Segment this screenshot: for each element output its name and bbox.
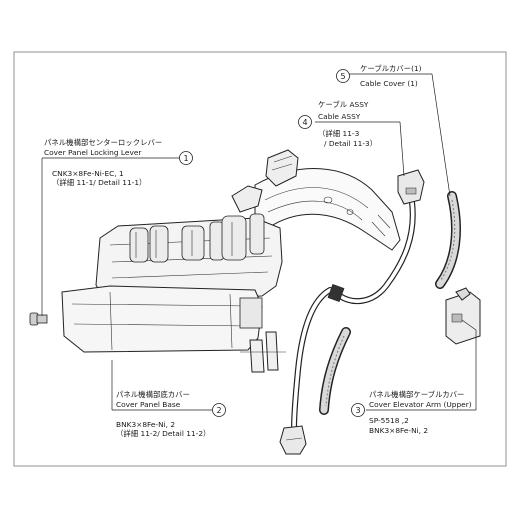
- callout-number: 3: [355, 406, 360, 415]
- callout-label-jp: パネル機構部ケーブルカバー: [369, 390, 464, 399]
- callout-3: 3 パネル機構部ケーブルカバー Cover Elevator Arm (Uppe…: [351, 390, 472, 435]
- callout-detail-2: / Detail 11-3）: [324, 139, 377, 148]
- callout-detail: （詳細 11-1/ Detail 11-1）: [52, 178, 146, 187]
- main-assembly-illustration: [29, 149, 401, 373]
- cover-elevator-arm-illustration: [319, 287, 481, 415]
- callout-label-jp: ケーブルカバー(1): [360, 64, 422, 73]
- callout-label-en: Cable Cover (1): [360, 79, 418, 88]
- callout-spec-2: BNK3×8Fe-Ni, 2: [369, 426, 428, 435]
- callout-number: 4: [302, 118, 307, 127]
- leader-lines: [41, 73, 477, 411]
- callout-circle: [298, 115, 312, 129]
- callout-number: 1: [183, 154, 188, 163]
- callout-4: 4 ケーブル ASSY Cable ASSY （詳細 11-3 / Detail…: [298, 100, 377, 148]
- callout-number: 5: [340, 72, 345, 81]
- callout-label-en: Cover Elevator Arm (Upper): [369, 400, 472, 409]
- callout-label-jp: パネル機構部センターロックレバー: [44, 138, 162, 147]
- callout-2: 2 パネル機構部底カバー Cover Panel Base BNK3×8Fe-N…: [116, 390, 226, 438]
- callout-label-en: Cable ASSY: [318, 112, 361, 121]
- callout-1: 1 パネル機構部センターロックレバー Cover Panel Locking L…: [44, 138, 193, 187]
- callout-detail: （詳細 11-2/ Detail 11-2）: [116, 429, 210, 438]
- callout-label-jp: パネル機構部底カバー: [116, 390, 190, 399]
- diagram-frame: [13, 51, 507, 467]
- callout-label-en: Cover Panel Locking Lever: [44, 148, 142, 157]
- callout-circle: [336, 69, 350, 83]
- callout-circle: [351, 403, 365, 417]
- callout-label-en: Cover Panel Base: [116, 400, 181, 409]
- callout-number: 2: [216, 406, 221, 415]
- callout-spec: CNK3×8Fe-Ni-EC, 1: [52, 169, 124, 178]
- cable-assy-illustration: [279, 169, 425, 455]
- callout-detail: （詳細 11-3: [318, 129, 360, 138]
- callout-circle: [179, 151, 193, 165]
- callout-circle: [212, 403, 226, 417]
- callout-5: 5 ケーブルカバー(1) Cable Cover (1): [336, 64, 422, 88]
- callout-spec: SP-5518 ,2: [369, 416, 409, 425]
- callout-label-jp: ケーブル ASSY: [318, 100, 369, 109]
- callout-spec: BNK3×8Fe-Ni, 2: [116, 420, 175, 429]
- cable-cover-1-illustration: [435, 191, 461, 289]
